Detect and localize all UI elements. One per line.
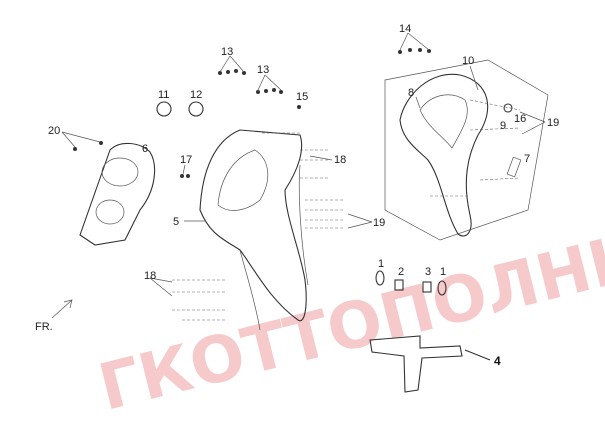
callout-1-left: 1 bbox=[378, 258, 384, 270]
callout-2: 2 bbox=[398, 266, 404, 278]
callout-10: 10 bbox=[462, 55, 474, 67]
cap-part-1-right bbox=[437, 280, 447, 296]
callout-20: 20 bbox=[48, 125, 60, 137]
callout-19-upper: 19 bbox=[547, 117, 559, 129]
callout-6: 6 bbox=[142, 143, 148, 155]
callout-3: 3 bbox=[425, 266, 431, 278]
inner-cover-panel bbox=[419, 94, 468, 149]
bolt-group-13-upper bbox=[218, 69, 246, 75]
callout-16: 16 bbox=[514, 113, 526, 125]
callout-11: 11 bbox=[158, 89, 169, 101]
holder-part-3 bbox=[422, 281, 432, 293]
ring-part-11 bbox=[156, 101, 172, 117]
callout-17: 17 bbox=[180, 154, 192, 166]
callout-18-left: 18 bbox=[144, 270, 156, 282]
callout-8: 8 bbox=[408, 87, 414, 99]
callout-19-lower: 19 bbox=[373, 217, 385, 229]
front-direction-indicator: FR. bbox=[35, 299, 73, 333]
bracket-part-4 bbox=[369, 335, 463, 393]
bolt-group-13-lower bbox=[256, 88, 283, 94]
bolt-group-14 bbox=[398, 48, 431, 54]
clip-group-17 bbox=[180, 174, 190, 178]
clip-part-7 bbox=[506, 156, 522, 178]
callout-13-lower: 13 bbox=[257, 64, 269, 76]
watermark-text: ГКОТТОПОЛНЫЕ bbox=[92, 205, 605, 425]
headlight-housing-part-6 bbox=[79, 142, 156, 246]
holder-part-2 bbox=[394, 279, 404, 291]
front-shield-edge bbox=[239, 249, 261, 331]
callout-5: 5 bbox=[173, 216, 179, 228]
grommet-part-16 bbox=[503, 103, 513, 113]
ring-part-12 bbox=[188, 101, 204, 117]
callout-9: 9 bbox=[500, 120, 506, 132]
inner-cover-part-8 bbox=[399, 73, 489, 237]
callout-18-right: 18 bbox=[334, 154, 346, 166]
front-shield-side-edge bbox=[298, 164, 309, 286]
screw-part-15 bbox=[297, 105, 301, 109]
callout-13-upper: 13 bbox=[221, 46, 233, 58]
callout-4: 4 bbox=[494, 354, 501, 368]
callout-1-right: 1 bbox=[440, 266, 446, 278]
screw-group-20 bbox=[73, 141, 103, 151]
front-shield-part-5 bbox=[199, 129, 307, 322]
headlight-lens-lower bbox=[95, 199, 125, 225]
front-shield-recess bbox=[217, 149, 268, 211]
callout-15: 15 bbox=[296, 91, 308, 103]
headlight-lens-upper bbox=[101, 157, 139, 187]
callout-12: 12 bbox=[190, 89, 202, 101]
callout-7: 7 bbox=[524, 153, 530, 165]
callout-leaders bbox=[61, 32, 546, 361]
callout-14: 14 bbox=[399, 23, 411, 35]
cap-part-1-left bbox=[375, 270, 385, 286]
front-indicator-label: FR. bbox=[35, 321, 53, 333]
fastener-leaders bbox=[170, 99, 521, 321]
inner-cover-group-boundary bbox=[384, 59, 549, 241]
